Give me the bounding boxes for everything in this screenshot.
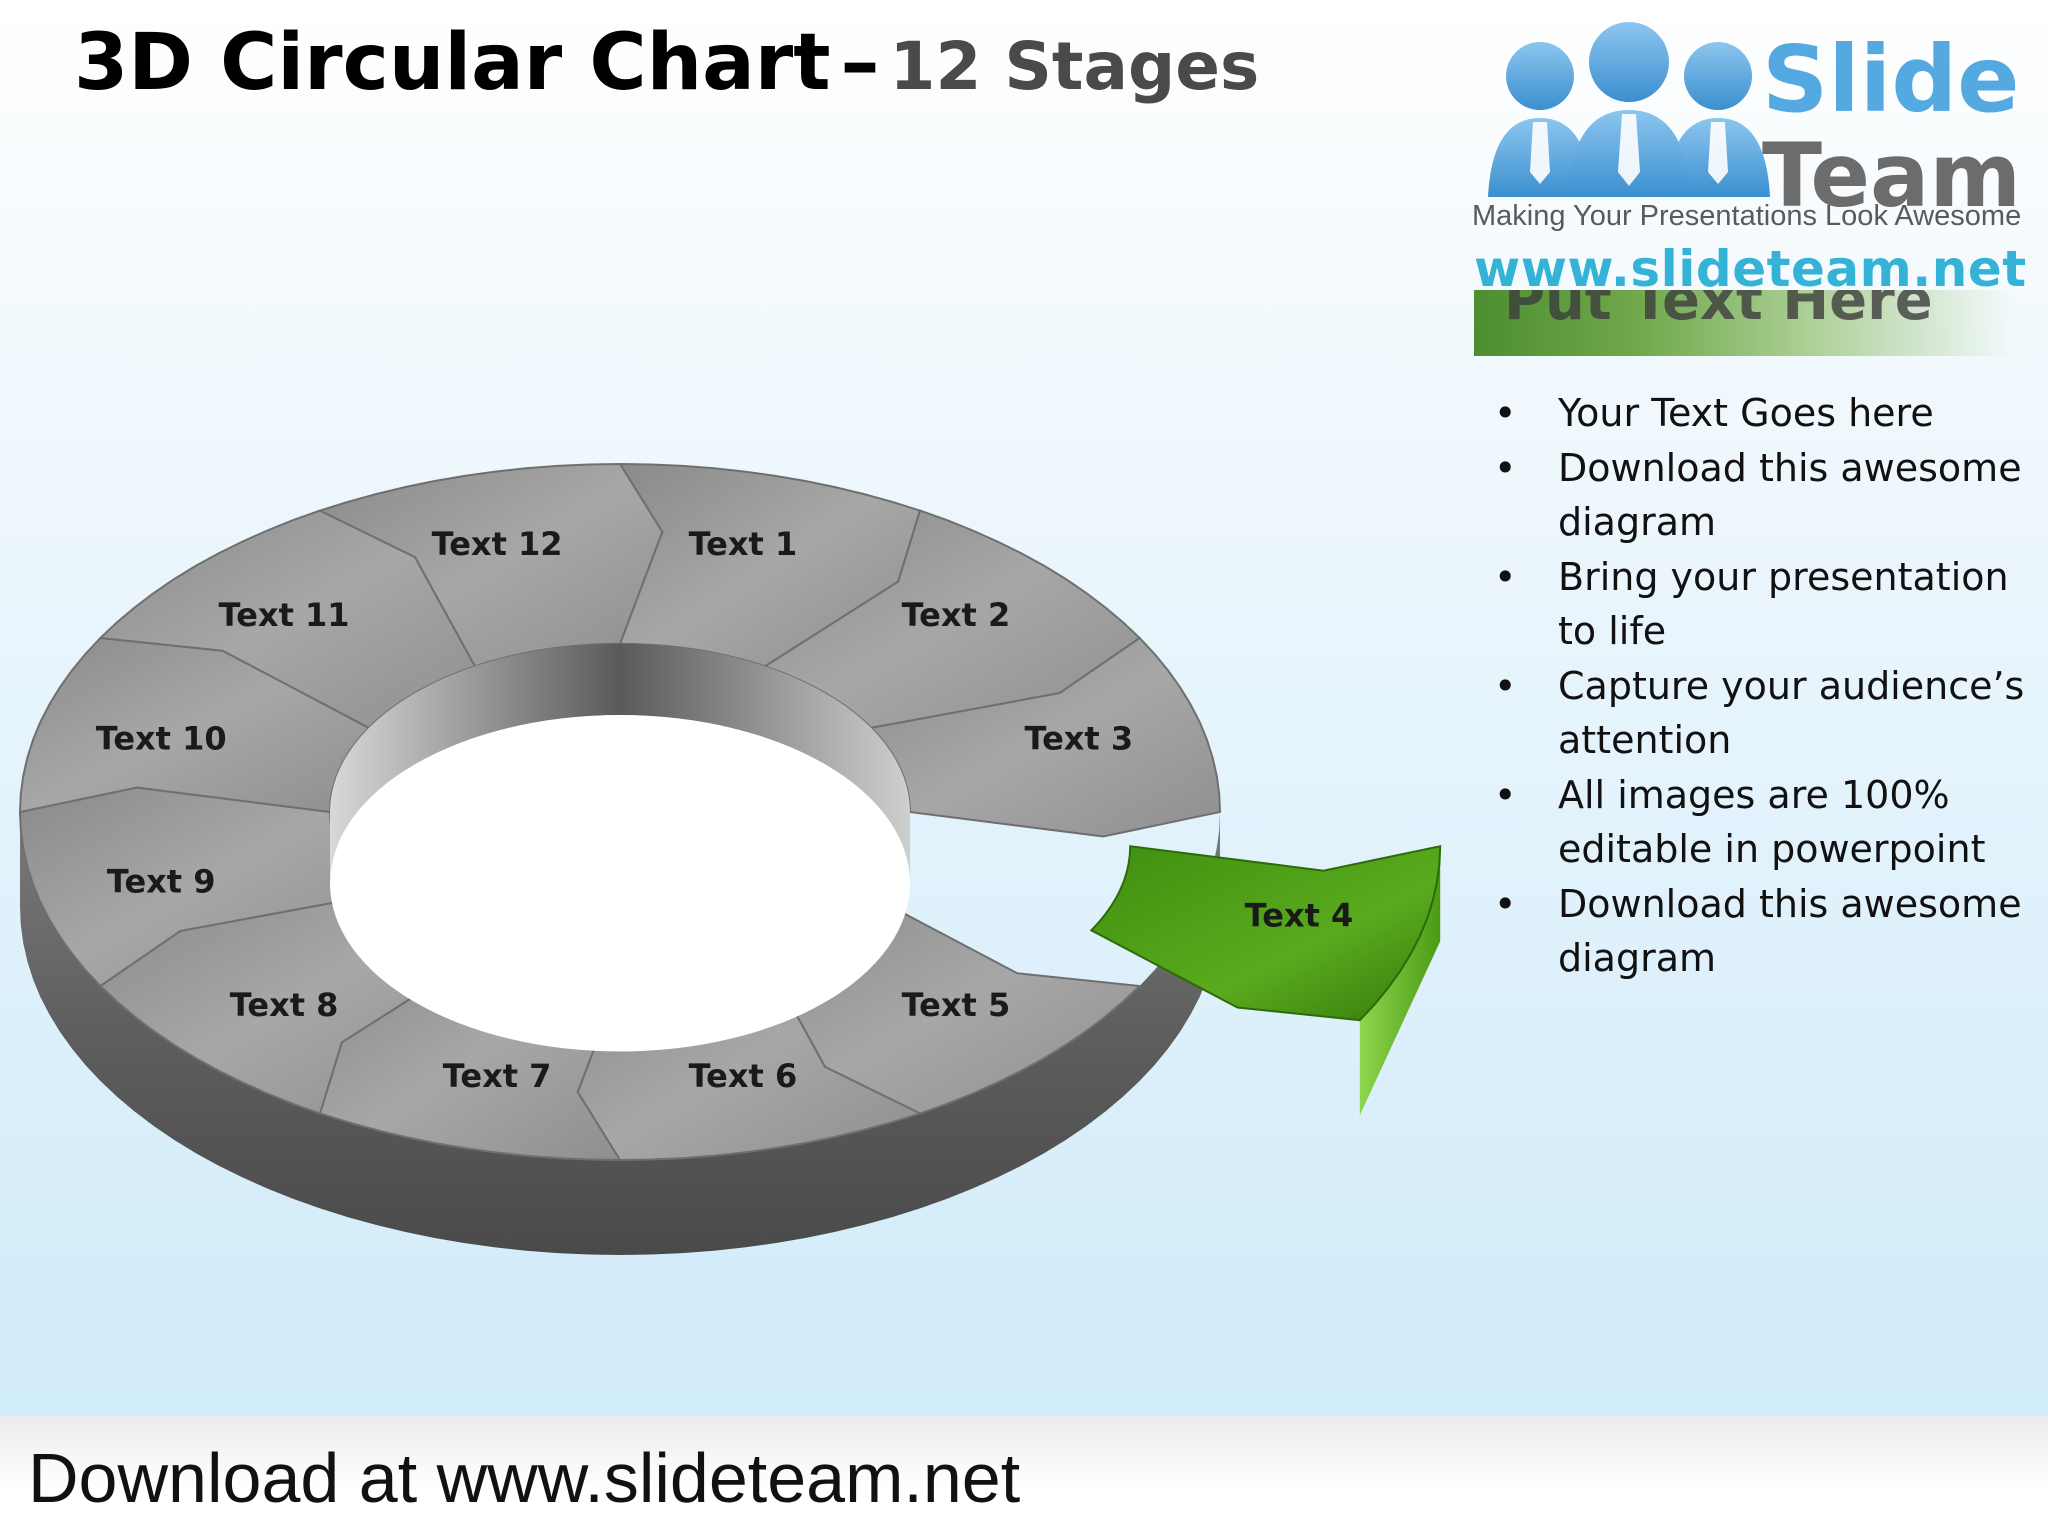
stage-label-6: Text 6: [689, 1057, 798, 1095]
stage-label-1: Text 1: [689, 525, 798, 563]
stage-label-12: Text 12: [432, 525, 563, 563]
side-panel-header: Put Text Here: [1474, 290, 2014, 356]
stage-label-8: Text 8: [230, 986, 339, 1024]
stage-label-11: Text 11: [219, 596, 350, 634]
stage-label-4: Text 4: [1245, 897, 1354, 935]
bullet-item: All images are 100% editable in powerpoi…: [1486, 768, 2046, 877]
stage-label-10: Text 10: [96, 720, 227, 758]
label-layer: Text 1 Text 2 Text 3 Text 4 Text 5 Text 6 Text…: [96, 525, 1354, 1095]
bullet-item: Download this awesome diagram: [1486, 877, 2046, 986]
ring-layer: [18, 462, 1222, 1255]
highlight-layer: [1089, 844, 1442, 1116]
logo-url: www.slideteam.net: [1474, 240, 2027, 298]
bullet-item: Download this awesome diagram: [1486, 441, 2046, 550]
stage-label-2: Text 2: [902, 596, 1011, 634]
circular-diagram: Text 1 Text 2 Text 3 Text 4 Text 5 Text 6 Text…: [18, 462, 1442, 1255]
page-title: 3D Circular Chart–12 Stages: [74, 18, 1259, 108]
title-subtitle: 12 Stages: [889, 28, 1260, 105]
people-logo-icon: [1488, 22, 1770, 197]
title-dash: –: [840, 18, 880, 108]
side-panel-header-text: Put Text Here: [1504, 290, 1933, 333]
footer-download-link[interactable]: Download at www.slideteam.net: [28, 1439, 1021, 1517]
footer-bar: Download at www.slideteam.net: [0, 1416, 2048, 1536]
logo-tagline: Making Your Presentations Look Awesome: [1472, 200, 2022, 232]
ring-hole: [330, 715, 910, 1052]
ring-outer-wall: [20, 812, 1220, 1255]
bullet-item: Bring your presentation to life: [1486, 550, 2046, 659]
ring-inner-wall: [330, 643, 910, 884]
stage-label-5: Text 5: [902, 986, 1011, 1024]
bullet-item: Your Text Goes here: [1486, 386, 2046, 441]
logo-word-team: Team: [1762, 124, 2022, 227]
stage-label-3: Text 3: [1024, 720, 1133, 758]
stage-label-9: Text 9: [107, 862, 216, 900]
bullet-item: Capture your audience’s attention: [1486, 659, 2046, 768]
stage-label-7: Text 7: [443, 1057, 552, 1095]
logo-word-slide: Slide: [1762, 26, 2020, 133]
bullet-list: Your Text Goes here Download this awesom…: [1486, 386, 2046, 986]
title-main: 3D Circular Chart: [74, 18, 831, 108]
ring-segment-4: [1089, 844, 1442, 1022]
ring-segment-12: [317, 462, 664, 668]
slideteam-logo: Slide Team Making Your Presentations Loo…: [1470, 20, 2030, 320]
